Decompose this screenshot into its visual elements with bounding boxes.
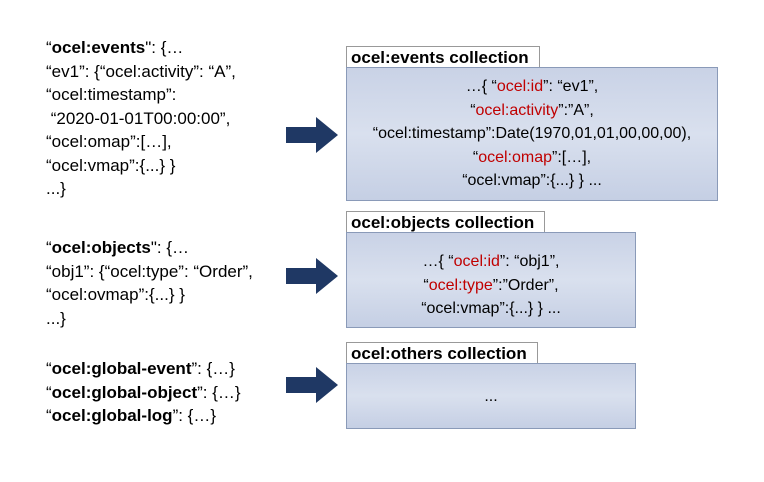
objects-json-line-1-suffix: ": {… [150,238,190,257]
events-coll-activity-key: ocel:activity [475,101,559,119]
objects-coll-line-1: …{ “ocel:id”: “obj1”, [422,253,560,270]
events-json-line-6: “ocel:vmap”:{...} } [46,155,176,175]
objects-coll-line-2: “ocel:type”:”Order”, [423,276,559,294]
others-arrow-icon [286,367,338,403]
global-log-suffix: ”: {…} [172,406,217,425]
global-log-key: ocel:global-log [51,406,173,425]
events-json-line-5: “ocel:omap”:[…], [46,132,172,151]
events-json-snippet: “ocel:events": {… “ev1”: {“ocel:activity… [46,36,236,201]
objects-coll-id-key: ocel:id [453,253,500,270]
events-arrow-icon [286,117,338,153]
events-json-key: ocel:events [51,38,146,57]
objects-json-snippet: “ocel:objects": {… “obj1”: {“ocel:type”:… [46,236,253,330]
events-coll-omap-key: ocel:omap [478,148,553,166]
global-event-key: ocel:global-event [51,359,192,378]
events-json-line-1: “ocel:events": {… [46,38,184,57]
others-collection-box: ... [346,363,636,429]
events-collection-title: ocel:events collection [346,46,540,68]
events-coll-id-key: ocel:id [496,78,544,95]
events-json-line-3: “ocel:timestamp”: [46,85,177,104]
events-coll-line-5: “ocel:vmap”:{...} } ... [462,172,602,189]
global-log-line: “ocel:global-log”: {…} [46,406,217,425]
global-object-suffix: ”: {…} [197,382,241,402]
objects-collection-title: ocel:objects collection [346,211,546,233]
global-object-line: “ocel:global-object”: {…} [46,382,241,402]
objects-coll-type-key: ocel:type [428,276,493,294]
objects-json-line-1: “ocel:objects": {… [46,238,190,257]
others-coll-body: ... [484,388,498,405]
events-coll-line-2: “ocel:activity”:”A”, [470,101,594,119]
events-json-line-1-suffix: ": {… [145,38,184,57]
others-collection-title: ocel:others collection [346,342,538,364]
global-event-suffix: ”: {…} [191,359,235,378]
objects-coll-line-3: “ocel:vmap”:{...} } ... [421,300,561,317]
objects-json-line-4: ...} [46,308,66,328]
objects-arrow-icon [286,258,338,294]
globals-json-snippet: “ocel:global-event”: {…} “ocel:global-ob… [46,357,241,428]
objects-json-line-2: “obj1”: {“ocel:type”: “Order”, [46,261,253,281]
events-coll-line-1: …{ “ocel:id”: “ev1”, [465,78,599,95]
objects-json-key: ocel:objects [51,238,151,257]
global-object-key: ocel:global-object [51,382,198,402]
events-collection-box: …{ “ocel:id”: “ev1”, “ocel:activity”:”A”… [346,67,718,201]
events-coll-line-3: “ocel:timestamp”:Date(1970,01,01,00,00,0… [372,125,692,142]
events-json-line-2: “ev1”: {“ocel:activity”: “A”, [46,61,236,81]
events-json-line-7: ...} [46,179,66,198]
global-event-line: “ocel:global-event”: {…} [46,359,235,378]
events-coll-line-4: “ocel:omap”:[…], [472,148,592,166]
objects-json-line-3: “ocel:ovmap”:{...} } [46,285,185,304]
events-json-line-4: “2020-01-01T00:00:00”, [46,108,231,128]
objects-collection-box: …{ “ocel:id”: “obj1”, “ocel:type”:”Order… [346,232,636,328]
